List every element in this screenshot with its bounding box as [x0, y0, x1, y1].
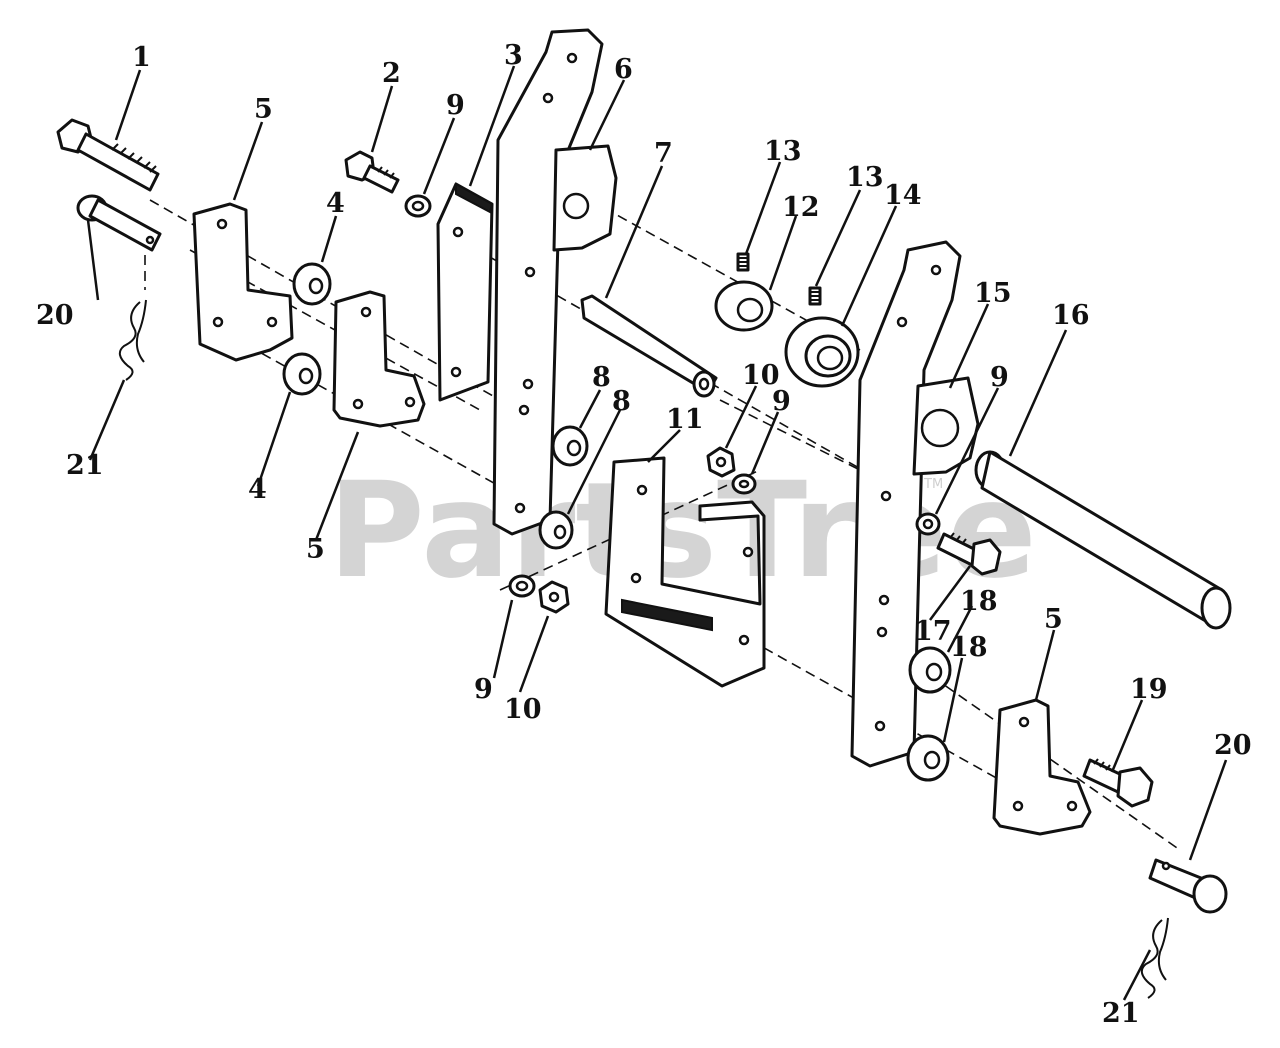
clevis-pin-part-20-right — [1148, 858, 1228, 914]
bolt-part-2 — [344, 150, 400, 194]
callout-10-middle: 10 — [742, 360, 780, 391]
callout-20-right: 20 — [1214, 730, 1252, 761]
callout-16: 16 — [1052, 300, 1090, 331]
callout-9-bottom: 9 — [474, 674, 493, 705]
callout-5-right: 5 — [1044, 604, 1063, 635]
callout-12: 12 — [782, 192, 820, 223]
callout-1: 1 — [132, 42, 151, 73]
spacer-part-18-upper — [908, 646, 952, 694]
callout-9-middle: 9 — [772, 386, 791, 417]
bracket-part-5-middle — [332, 290, 426, 428]
plate-part-3 — [436, 182, 494, 402]
channel-part-11 — [604, 456, 766, 688]
callout-13-b: 13 — [846, 162, 884, 193]
hair-pin-part-21-right — [1140, 917, 1169, 999]
lock-washer-part-9-middle — [731, 473, 757, 495]
callout-2: 2 — [382, 58, 401, 89]
nut-part-10-bottom — [538, 580, 570, 614]
callout-3: 3 — [504, 40, 523, 71]
set-screw-part-13-b — [808, 286, 822, 306]
callout-6: 6 — [614, 54, 633, 85]
callout-17: 17 — [914, 616, 952, 647]
clevis-pin-part-20-left — [76, 194, 162, 252]
callout-7: 7 — [654, 138, 673, 169]
callout-21-right: 21 — [1102, 998, 1140, 1029]
bracket-part-5-left — [192, 202, 294, 362]
set-screw-part-13-a — [736, 252, 750, 272]
bolt-part-1 — [56, 118, 160, 192]
rod-part-7 — [580, 294, 718, 398]
callout-18-lower: 18 — [950, 632, 988, 663]
bolt-part-19 — [1082, 758, 1154, 808]
callout-9-right: 9 — [990, 362, 1009, 393]
callout-19: 19 — [1130, 674, 1168, 705]
callout-5-middle: 5 — [306, 534, 325, 565]
collar-part-12 — [714, 280, 774, 332]
lock-washer-part-9-right — [915, 512, 941, 536]
bearing-part-14 — [784, 316, 860, 388]
callout-15: 15 — [974, 278, 1012, 309]
bolt-part-17 — [936, 532, 1002, 576]
spacer-part-8-upper — [551, 425, 589, 467]
callout-5-left: 5 — [254, 94, 273, 125]
callout-11: 11 — [666, 404, 704, 435]
callout-14: 14 — [884, 180, 922, 211]
shaft-part-16 — [974, 450, 1232, 630]
arm-part-15 — [850, 240, 980, 768]
callout-leaders — [86, 65, 1228, 1001]
spacer-part-4-upper — [292, 262, 332, 306]
nut-part-10-middle — [706, 446, 736, 478]
callout-10-bottom: 10 — [504, 694, 542, 725]
spacer-part-4-lower — [282, 352, 322, 396]
bracket-part-5-right — [992, 698, 1092, 836]
spacer-part-18-lower — [906, 734, 950, 782]
callout-20-left: 20 — [36, 300, 74, 331]
callout-13-a: 13 — [764, 136, 802, 167]
callout-4-upper: 4 — [326, 188, 345, 219]
watermark-trademark: TM — [923, 477, 943, 492]
callout-labels: 1 2 3 4 4 5 5 5 6 7 8 8 9 9 9 9 10 10 11… — [36, 40, 1252, 1029]
callout-18-upper: 18 — [960, 586, 998, 617]
callout-9-top: 9 — [446, 90, 465, 121]
lock-washer-part-9-bottom — [508, 574, 536, 598]
callout-21-left: 21 — [66, 450, 104, 481]
spacer-part-8-lower — [538, 510, 574, 550]
lock-washer-part-9-top — [404, 194, 432, 218]
hair-pin-part-21-left — [118, 299, 147, 381]
callout-8-lower: 8 — [612, 386, 631, 417]
callout-4-lower: 4 — [248, 474, 267, 505]
callout-8-upper: 8 — [592, 362, 611, 393]
